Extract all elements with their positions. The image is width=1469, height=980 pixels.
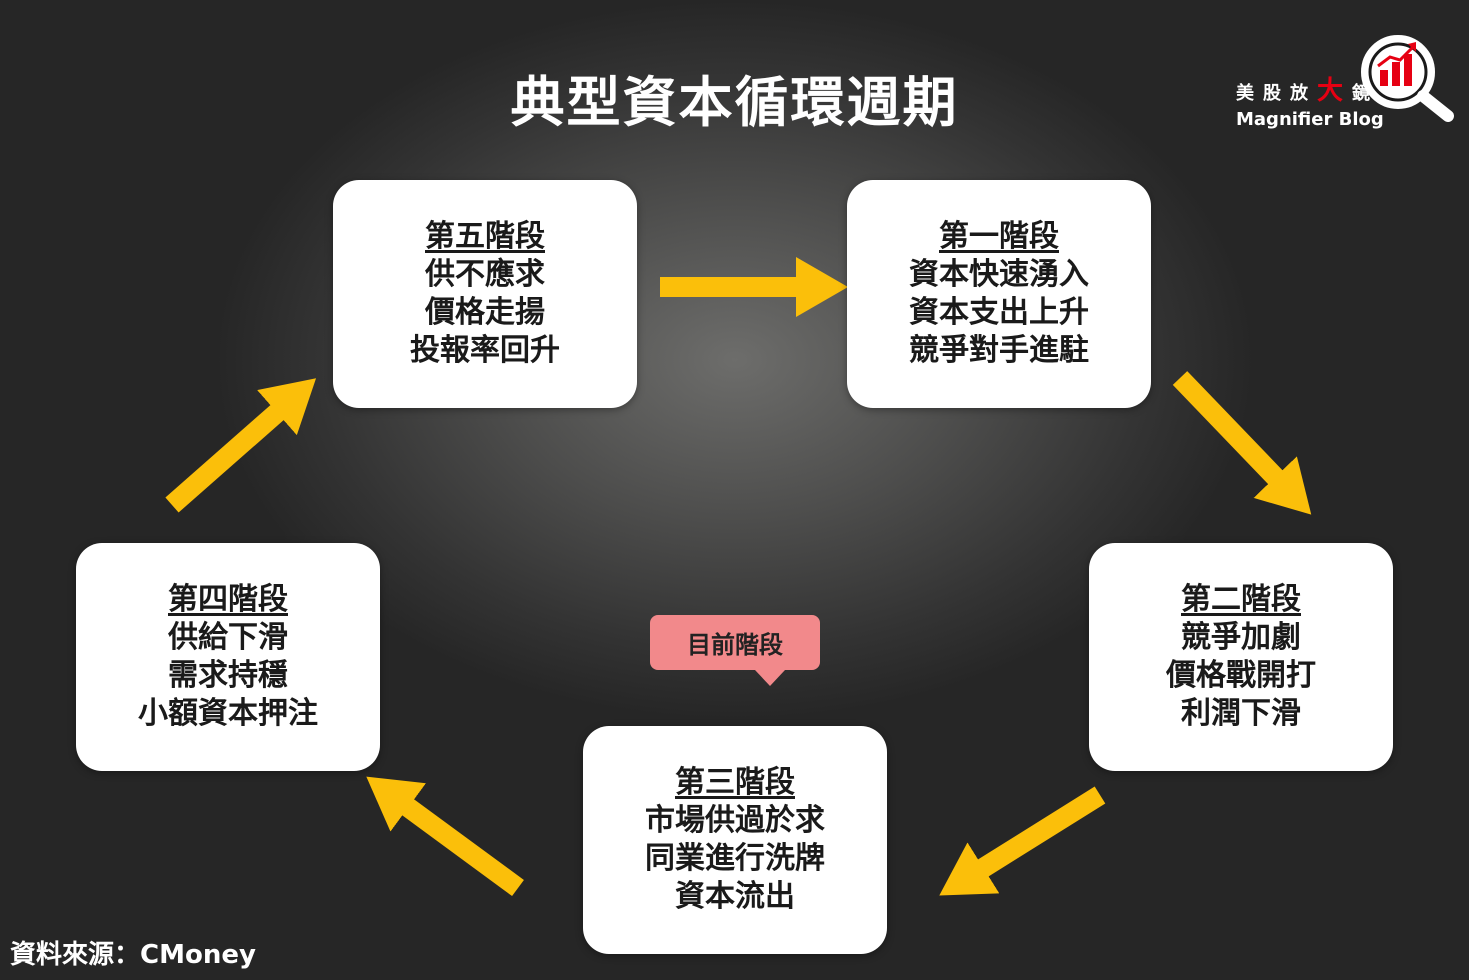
stage-4-line-3: 小額資本押注 [138, 696, 318, 731]
stage-1-line-1: 資本快速湧入 [909, 257, 1089, 292]
stage-3-line-1: 市場供過於求 [645, 803, 825, 838]
stage-4-line-2: 需求持穩 [168, 658, 288, 693]
stage-2-line-2: 價格戰開打 [1166, 658, 1316, 693]
stage-5-title: 第五階段 [425, 219, 545, 254]
stage-3-line-3: 資本流出 [675, 879, 795, 914]
source-note: 資料來源：CMoney [10, 940, 256, 970]
stage-1-title: 第一階段 [939, 219, 1059, 254]
brand-logo-cn-big: 大 [1317, 76, 1353, 106]
arrow-stage1-to-stage2 [1172, 371, 1312, 515]
stage-2-line-1: 競爭加劇 [1181, 620, 1301, 655]
brand-logo-english: Magnifier Blog [1236, 109, 1384, 130]
stage-5-card: 第五階段 供不應求 價格走揚 投報率回升 [333, 180, 637, 408]
magnifier-chart-icon [1361, 35, 1454, 122]
current-stage-callout: 目前階段 [650, 615, 820, 686]
arrow-stage2-to-stage3 [939, 786, 1106, 896]
brand-logo-cn-prefix: 美股放 [1236, 83, 1317, 104]
stage-2-title: 第二階段 [1181, 582, 1301, 617]
stage-5-line-2: 價格走揚 [425, 295, 545, 330]
stage-3-card: 第三階段 市場供過於求 同業進行洗牌 資本流出 [583, 726, 887, 954]
arrow-stage3-to-stage4 [366, 776, 524, 897]
stage-3-title: 第三階段 [675, 765, 795, 800]
stage-1-line-3: 競爭對手進駐 [909, 333, 1089, 368]
arrow-stage4-to-stage5 [165, 378, 317, 513]
stage-4-card: 第四階段 供給下滑 需求持穩 小額資本押注 [76, 543, 380, 771]
stage-1-line-2: 資本支出上升 [909, 295, 1089, 330]
stage-3-line-2: 同業進行洗牌 [645, 841, 825, 876]
stage-5-line-1: 供不應求 [425, 257, 545, 292]
stage-1-card: 第一階段 資本快速湧入 資本支出上升 競爭對手進駐 [847, 180, 1151, 408]
stage-4-line-1: 供給下滑 [168, 620, 288, 655]
stage-5-line-3: 投報率回升 [410, 333, 560, 368]
stage-4-title: 第四階段 [168, 582, 288, 617]
stage-2-card: 第二階段 競爭加劇 價格戰開打 利潤下滑 [1089, 543, 1393, 771]
stage-2-line-3: 利潤下滑 [1181, 696, 1301, 731]
page-title: 典型資本循環週期 [510, 71, 959, 134]
